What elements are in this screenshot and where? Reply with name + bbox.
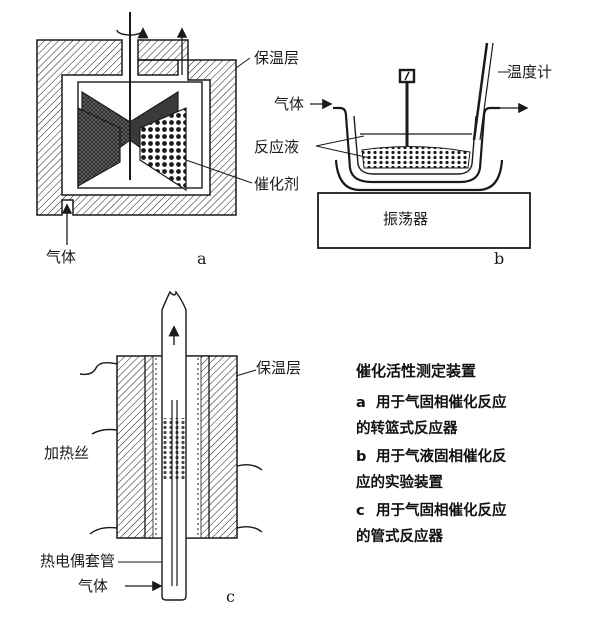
- diagram-b: 温度计 气体 反应液 振荡器 b: [254, 42, 552, 268]
- heating-wire-coil: [144, 355, 210, 539]
- gas-label-a: 气体: [46, 248, 76, 266]
- heating-wire-label: 加热丝: [44, 444, 89, 462]
- catalyst-bed-c: [163, 418, 185, 480]
- thermocouple-sleeve-label: 热电偶套管: [40, 552, 115, 570]
- caption-item-c-letter: c: [356, 503, 365, 519]
- caption-item-c-line2: 的管式反应器: [356, 527, 443, 545]
- shaker-base: [317, 192, 531, 249]
- insulation-layer-a: [36, 39, 237, 216]
- caption-item-a-letter: a: [356, 395, 366, 411]
- reaction-vessel: [333, 106, 500, 184]
- diagram-c: 保温层 加热丝 热电偶套管 气体 c: [40, 290, 301, 606]
- caption-item-a-line2: 的转篮式反应器: [356, 419, 458, 437]
- shaker-label: 振荡器: [383, 210, 428, 228]
- thermometer-label: 温度计: [507, 63, 552, 81]
- caption-item-b-letter: b: [356, 449, 366, 465]
- caption-item-b-line2: 应的实验装置: [356, 473, 443, 491]
- rotation-arrow-icon: [116, 27, 149, 39]
- catalyst-label: 催化剂: [254, 175, 299, 193]
- diagram-a: 保温层 催化剂 气体 a: [36, 12, 299, 268]
- gas-label-b: 气体: [274, 95, 304, 113]
- reaction-liquid-label: 反应液: [254, 138, 299, 156]
- figure-caption: 催化活性测定装置 a 用于气固相催化反应 的转篮式反应器 b 用于气液固相催化反…: [356, 362, 507, 545]
- insulation-label-a: 保温层: [254, 49, 299, 67]
- catalyst-basket: [77, 90, 187, 192]
- sub-label-c: c: [226, 587, 235, 606]
- gas-label-c: 气体: [78, 577, 108, 595]
- thermometer: [472, 42, 489, 141]
- sub-label-a: a: [197, 249, 207, 268]
- catalyst-slurry: [361, 145, 471, 169]
- insulation-label-c: 保温层: [256, 359, 301, 377]
- caption-title: 催化活性测定装置: [356, 362, 476, 380]
- sub-label-b: b: [494, 249, 504, 268]
- caption-item-b-line1: 用于气液固相催化反: [376, 447, 507, 465]
- caption-item-c-line1: 用于气固相催化反应: [376, 501, 507, 519]
- caption-item-a-line1: 用于气固相催化反应: [376, 393, 507, 411]
